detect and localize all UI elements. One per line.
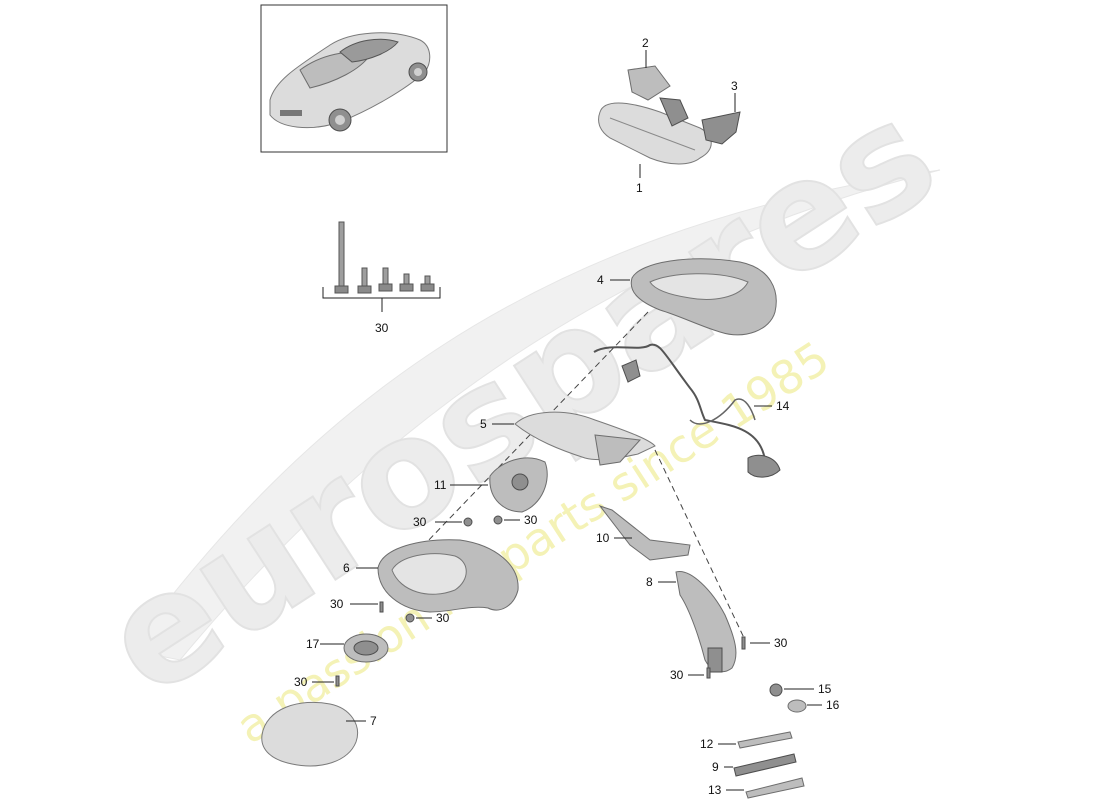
assembly-line-2 <box>654 449 746 641</box>
part-17-heater-disc[interactable] <box>343 633 389 663</box>
part-7-mirror-glass[interactable] <box>261 701 358 767</box>
part-2-mirror-cover[interactable] <box>627 65 689 127</box>
part-13-seal[interactable] <box>745 777 805 799</box>
screw-d[interactable] <box>405 613 415 623</box>
part-12-seal[interactable] <box>737 731 793 749</box>
part-3-mirror-cover[interactable] <box>701 111 741 145</box>
watermark-brand: eurospares <box>75 68 965 730</box>
screw-g[interactable] <box>706 667 711 679</box>
part-14-wiring-harness[interactable] <box>593 343 781 478</box>
callout-3[interactable]: 3 <box>731 79 738 93</box>
callout-4[interactable]: 4 <box>597 273 604 287</box>
callout-30-f[interactable]: 30 <box>774 636 788 650</box>
bolt-bracket <box>322 287 441 312</box>
screw-c[interactable] <box>379 601 384 613</box>
callout-10[interactable]: 10 <box>596 531 610 545</box>
callout-30-c[interactable]: 30 <box>330 597 344 611</box>
callout-13[interactable]: 13 <box>708 783 722 797</box>
part-5-mirror-frame[interactable] <box>514 411 656 466</box>
callout-8[interactable]: 8 <box>646 575 653 589</box>
part-1-interior-mirror[interactable] <box>598 102 712 165</box>
callout-1[interactable]: 1 <box>636 181 643 195</box>
callout-5[interactable]: 5 <box>480 417 487 431</box>
callout-16[interactable]: 16 <box>826 698 840 712</box>
callout-9[interactable]: 9 <box>712 760 719 774</box>
callout-30-bolts[interactable]: 30 <box>375 321 389 335</box>
callout-12[interactable]: 12 <box>700 737 714 751</box>
callout-30-a[interactable]: 30 <box>413 515 427 529</box>
screw-e[interactable] <box>335 675 340 687</box>
screw-f[interactable] <box>741 636 746 650</box>
callout-30-d[interactable]: 30 <box>436 611 450 625</box>
screw-b[interactable] <box>493 515 503 525</box>
car-illustration <box>269 32 431 132</box>
callout-2[interactable]: 2 <box>642 36 649 50</box>
part-4-mirror-housing-top[interactable] <box>630 258 777 336</box>
part-8-mirror-base[interactable] <box>675 571 737 673</box>
callout-7[interactable]: 7 <box>370 714 377 728</box>
part-11-adjustment-motor[interactable] <box>489 457 548 513</box>
callout-6[interactable]: 6 <box>343 561 350 575</box>
bolt-set[interactable] <box>334 221 435 294</box>
callout-30-e[interactable]: 30 <box>294 675 308 689</box>
part-6-mirror-housing[interactable] <box>377 539 519 613</box>
callout-17[interactable]: 17 <box>306 637 320 651</box>
callout-30-b[interactable]: 30 <box>524 513 538 527</box>
part-10-trim-strip[interactable] <box>598 505 691 561</box>
callout-14[interactable]: 14 <box>776 399 790 413</box>
screw-a[interactable] <box>463 517 473 527</box>
callout-15[interactable]: 15 <box>818 682 832 696</box>
part-15-screw[interactable] <box>769 683 783 697</box>
vehicle-thumbnail <box>260 4 448 153</box>
part-16-cap[interactable] <box>787 699 807 713</box>
callout-11[interactable]: 11 <box>434 478 447 492</box>
callout-30-g[interactable]: 30 <box>670 668 684 682</box>
watermark-swoosh <box>129 169 941 661</box>
part-9-seal[interactable] <box>733 753 797 777</box>
